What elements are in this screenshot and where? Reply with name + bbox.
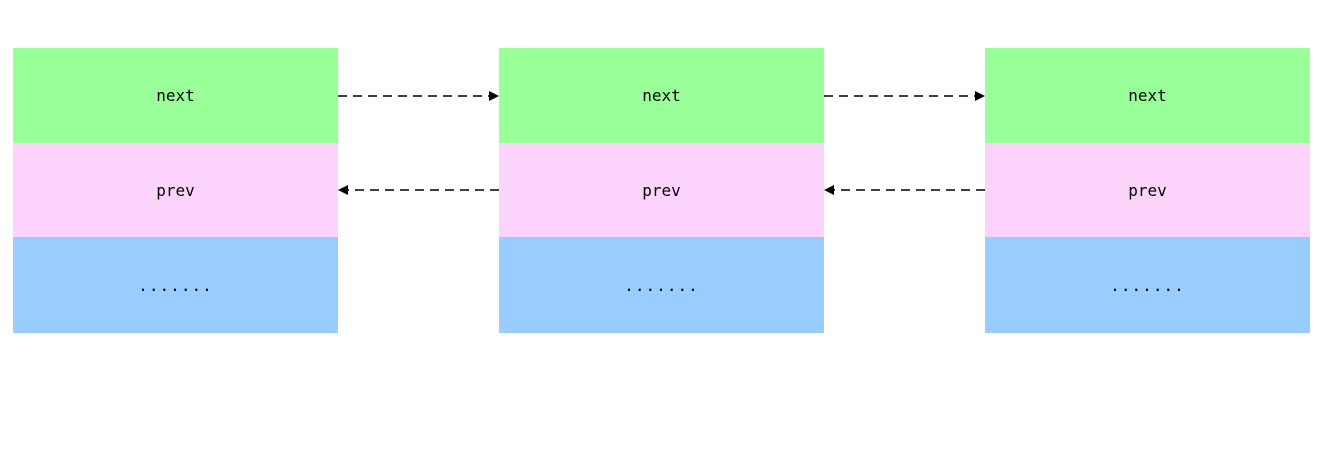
next-field: next xyxy=(499,48,824,143)
list-node-2: next prev ....... xyxy=(499,48,824,333)
list-node-3: next prev ....... xyxy=(985,48,1310,333)
next-field: next xyxy=(985,48,1310,143)
data-field: ....... xyxy=(985,237,1310,333)
prev-field: prev xyxy=(13,143,338,237)
prev-field: prev xyxy=(985,143,1310,237)
data-field: ....... xyxy=(13,237,338,333)
next-field: next xyxy=(13,48,338,143)
list-node-1: next prev ....... xyxy=(13,48,338,333)
data-field: ....... xyxy=(499,237,824,333)
prev-field: prev xyxy=(499,143,824,237)
